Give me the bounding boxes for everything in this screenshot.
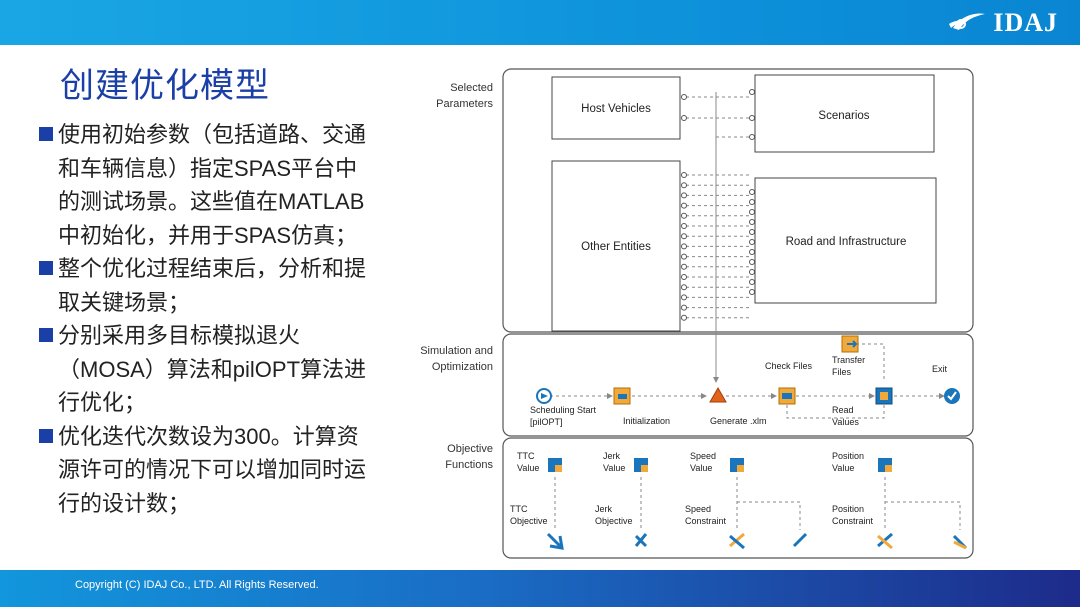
swoosh-icon bbox=[949, 13, 986, 31]
ttc-objective-label-1: TTC bbox=[510, 504, 528, 514]
position-constraint-icon bbox=[877, 534, 893, 550]
flow-line-check-read-return bbox=[786, 405, 885, 419]
section-label-selected-2: Parameters bbox=[436, 98, 493, 110]
ttc-objective-icon bbox=[546, 532, 564, 550]
bullet-item: 优化迭代次数设为300。计算资源许可的情况下可以增加同时运行的设计数； bbox=[38, 420, 378, 521]
initialization-label: Initialization bbox=[623, 416, 670, 426]
jerk-value-label-1: Jerk bbox=[603, 451, 621, 461]
road-infrastructure-box bbox=[754, 177, 937, 304]
section-label-sim-1: Simulation and bbox=[420, 345, 493, 357]
copyright-text: Copyright (C) IDAJ Co., LTD. All Rights … bbox=[75, 579, 319, 591]
section-label-selected-1: Selected bbox=[450, 82, 493, 94]
speed-value-label-1: Speed bbox=[690, 451, 716, 461]
speed-constraint-output-icon bbox=[792, 532, 808, 548]
speed-constraint-label-2: Constraint bbox=[685, 516, 727, 526]
scenarios-box bbox=[754, 74, 935, 153]
ttc-objective-label-2: Objective bbox=[510, 516, 548, 526]
position-value-label-1: Position bbox=[832, 451, 864, 461]
bullet-text: 分别采用多目标模拟退火（MOSA）算法和pilOPT算法进行优化； bbox=[58, 323, 367, 415]
position-constraint-label-2: Constraint bbox=[832, 516, 874, 526]
bullet-item: 整个优化过程结束后，分析和提取关键场景； bbox=[38, 252, 378, 319]
scenarios-label: Scenarios bbox=[818, 110, 869, 122]
host-connectors bbox=[686, 96, 750, 138]
workflow-svg: Selected Parameters Simulation and Optim… bbox=[420, 68, 974, 559]
footer-bar: Copyright (C) IDAJ Co., LTD. All Rights … bbox=[0, 570, 1080, 607]
scheduling-start-label-1: Scheduling Start bbox=[530, 405, 597, 415]
jerk-value-label-2: Value bbox=[603, 463, 625, 473]
bullet-item: 使用初始参数（包括道路、交通和车辆信息）指定SPAS平台中的测试场景。这些值在M… bbox=[38, 118, 378, 252]
bullet-list: 使用初始参数（包括道路、交通和车辆信息）指定SPAS平台中的测试场景。这些值在M… bbox=[38, 118, 378, 520]
other-entities-connectors bbox=[686, 174, 750, 319]
speed-constraint-icon bbox=[729, 534, 745, 550]
idaj-logo: IDAJ bbox=[947, 6, 1058, 40]
host-vehicles-box bbox=[551, 76, 681, 140]
read-values-label-1: Read bbox=[832, 405, 854, 415]
section-label-obj-1: Objective bbox=[447, 443, 493, 455]
objective-connectors bbox=[554, 477, 961, 530]
jerk-objective-icon bbox=[634, 533, 648, 548]
scheduling-start-label-2: [pilOPT] bbox=[530, 417, 563, 427]
ttc-value-label-1: TTC bbox=[517, 451, 535, 461]
objective-frame bbox=[502, 437, 974, 559]
check-files-label: Check Files bbox=[765, 361, 813, 371]
bullet-text: 优化迭代次数设为300。计算资源许可的情况下可以增加同时运行的设计数； bbox=[58, 423, 367, 516]
speed-constraint-label-1: Speed bbox=[685, 504, 711, 514]
slide-title: 创建优化模型 bbox=[60, 67, 270, 105]
transfer-files-label-2: Files bbox=[832, 367, 852, 377]
exit-label: Exit bbox=[932, 364, 948, 374]
section-label-obj-2: Functions bbox=[445, 459, 493, 471]
speed-value-label-2: Value bbox=[690, 463, 712, 473]
read-values-label-2: Values bbox=[832, 417, 859, 427]
top-banner: IDAJ bbox=[0, 0, 1080, 45]
square-bullet-icon bbox=[39, 127, 53, 141]
generate-label: Generate .xlm bbox=[710, 416, 767, 426]
logo-text: IDAJ bbox=[993, 8, 1058, 37]
objective-value-nodes bbox=[548, 458, 892, 472]
bullet-text: 使用初始参数（包括道路、交通和车辆信息）指定SPAS平台中的测试场景。这些值在M… bbox=[58, 122, 367, 248]
simulation-frame bbox=[502, 333, 974, 437]
other-entities-ports bbox=[681, 172, 755, 321]
bullet-text: 整个优化过程结束后，分析和提取关键场景； bbox=[58, 256, 367, 315]
section-label-sim-2: Optimization bbox=[432, 361, 493, 373]
bullet-item: 分别采用多目标模拟退火（MOSA）算法和pilOPT算法进行优化； bbox=[38, 319, 378, 420]
square-bullet-icon bbox=[39, 328, 53, 342]
optimization-workflow-diagram: Selected Parameters Simulation and Optim… bbox=[400, 62, 980, 567]
other-entities-box bbox=[551, 160, 681, 332]
transfer-files-label-1: Transfer bbox=[832, 355, 865, 365]
square-bullet-icon bbox=[39, 428, 53, 443]
road-infrastructure-label: Road and Infrastructure bbox=[786, 236, 907, 248]
position-value-label-2: Value bbox=[832, 463, 854, 473]
ttc-value-label-2: Value bbox=[517, 463, 539, 473]
jerk-objective-label-1: Jerk bbox=[595, 504, 613, 514]
other-entities-label: Other Entities bbox=[581, 241, 651, 253]
jerk-objective-label-2: Objective bbox=[595, 516, 633, 526]
position-constraint-label-1: Position bbox=[832, 504, 864, 514]
square-bullet-icon bbox=[39, 261, 53, 275]
objective-output-nodes bbox=[546, 532, 968, 550]
position-constraint-output-icon bbox=[953, 540, 967, 550]
host-vehicles-label: Host Vehicles bbox=[581, 103, 651, 115]
generate-node-icon bbox=[709, 386, 727, 403]
host-ports bbox=[681, 89, 755, 140]
